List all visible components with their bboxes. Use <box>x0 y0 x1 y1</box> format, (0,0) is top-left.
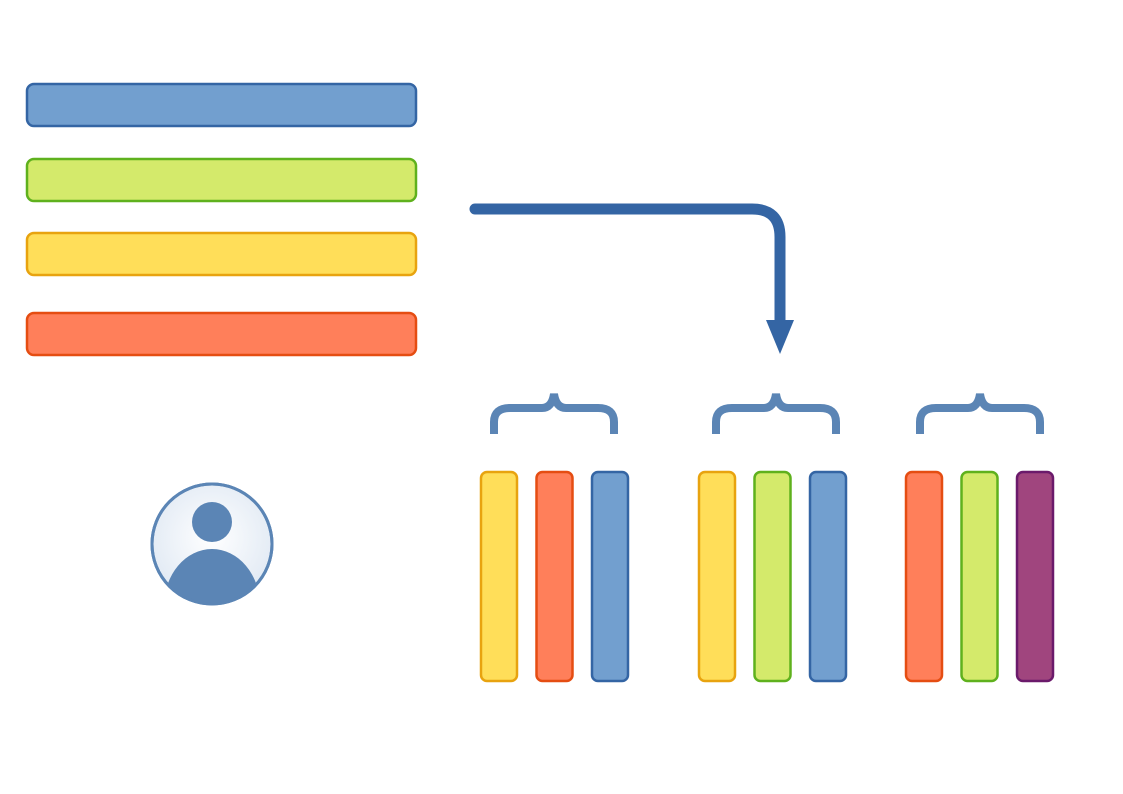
user-avatar-icon <box>150 482 274 606</box>
group-3-orange-bar <box>904 470 944 683</box>
group-3-green-bar <box>960 470 999 683</box>
group-row <box>479 470 1055 683</box>
curly-brace-icon <box>490 393 618 434</box>
brace-row <box>490 393 1044 434</box>
group-2-yellow-bar <box>697 470 737 683</box>
orange-source-bar <box>25 311 418 357</box>
source-stack <box>25 82 418 357</box>
flow-arrow-icon <box>469 203 794 354</box>
group-3-purple-bar <box>1015 470 1055 683</box>
curly-brace-icon <box>916 393 1044 434</box>
group-2-green-bar <box>753 470 792 683</box>
group-1-orange-bar <box>535 470 574 683</box>
blue-source-bar <box>25 82 418 128</box>
group-1-yellow-bar <box>479 470 519 683</box>
group-1-blue-bar <box>590 470 630 683</box>
green-source-bar <box>25 157 418 203</box>
curly-brace-icon <box>712 393 840 434</box>
yellow-source-bar <box>25 231 418 277</box>
group-2-blue-bar <box>808 470 848 683</box>
